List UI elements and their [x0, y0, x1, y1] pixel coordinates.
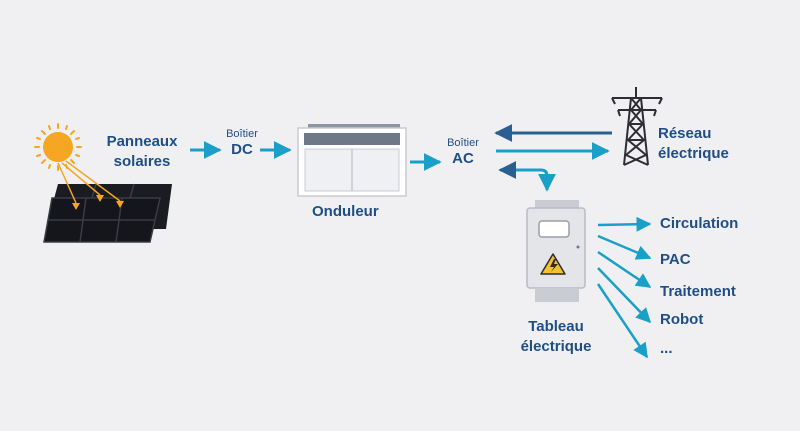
ac-box-label: Boîtier AC — [442, 137, 484, 168]
grid-label-line2: électrique — [658, 145, 729, 162]
electrical-cabinet-icon — [526, 200, 586, 302]
grid-label-line1: Réseau — [658, 125, 712, 142]
sun-icon — [34, 123, 82, 171]
output-robot: Robot — [660, 311, 704, 328]
dc-box-small: Boîtier — [226, 128, 258, 140]
ac-box-small: Boîtier — [447, 137, 479, 149]
grid-label: Réseau électrique — [658, 124, 729, 164]
arrow-to-circulation — [597, 216, 652, 232]
inverter-icon — [297, 124, 407, 197]
output-circulation: Circulation — [660, 215, 739, 232]
dc-box-big: DC — [231, 141, 253, 158]
output-traitement: Traitement — [660, 283, 736, 300]
solar-panels-label-line1: Panneaux — [106, 133, 178, 150]
solar-panels-label-line2: solaires — [113, 153, 171, 170]
cabinet-label-line2: électrique — [520, 338, 592, 355]
arrow-to-robot — [597, 267, 652, 324]
arrow-ac-to-cabinet — [498, 161, 556, 192]
arrow-to-traitement — [597, 250, 652, 289]
ac-box-big: AC — [452, 150, 474, 167]
arrow-to-more — [596, 283, 649, 359]
cabinet-label: Tableau électrique — [506, 317, 606, 357]
solar-panels-label: Panneaux solaires — [100, 132, 184, 172]
inverter-label: Onduleur — [312, 203, 379, 220]
warning-icon — [540, 253, 566, 275]
output-more: ... — [660, 340, 673, 357]
arrow-to-pac — [597, 234, 652, 260]
output-pac: PAC — [660, 251, 691, 268]
pylon-icon — [611, 87, 663, 166]
solar-panel-icon — [43, 160, 172, 243]
output-arrows — [596, 216, 652, 359]
cabinet-label-line1: Tableau — [528, 318, 584, 335]
dc-box-label: Boîtier DC — [222, 128, 262, 159]
